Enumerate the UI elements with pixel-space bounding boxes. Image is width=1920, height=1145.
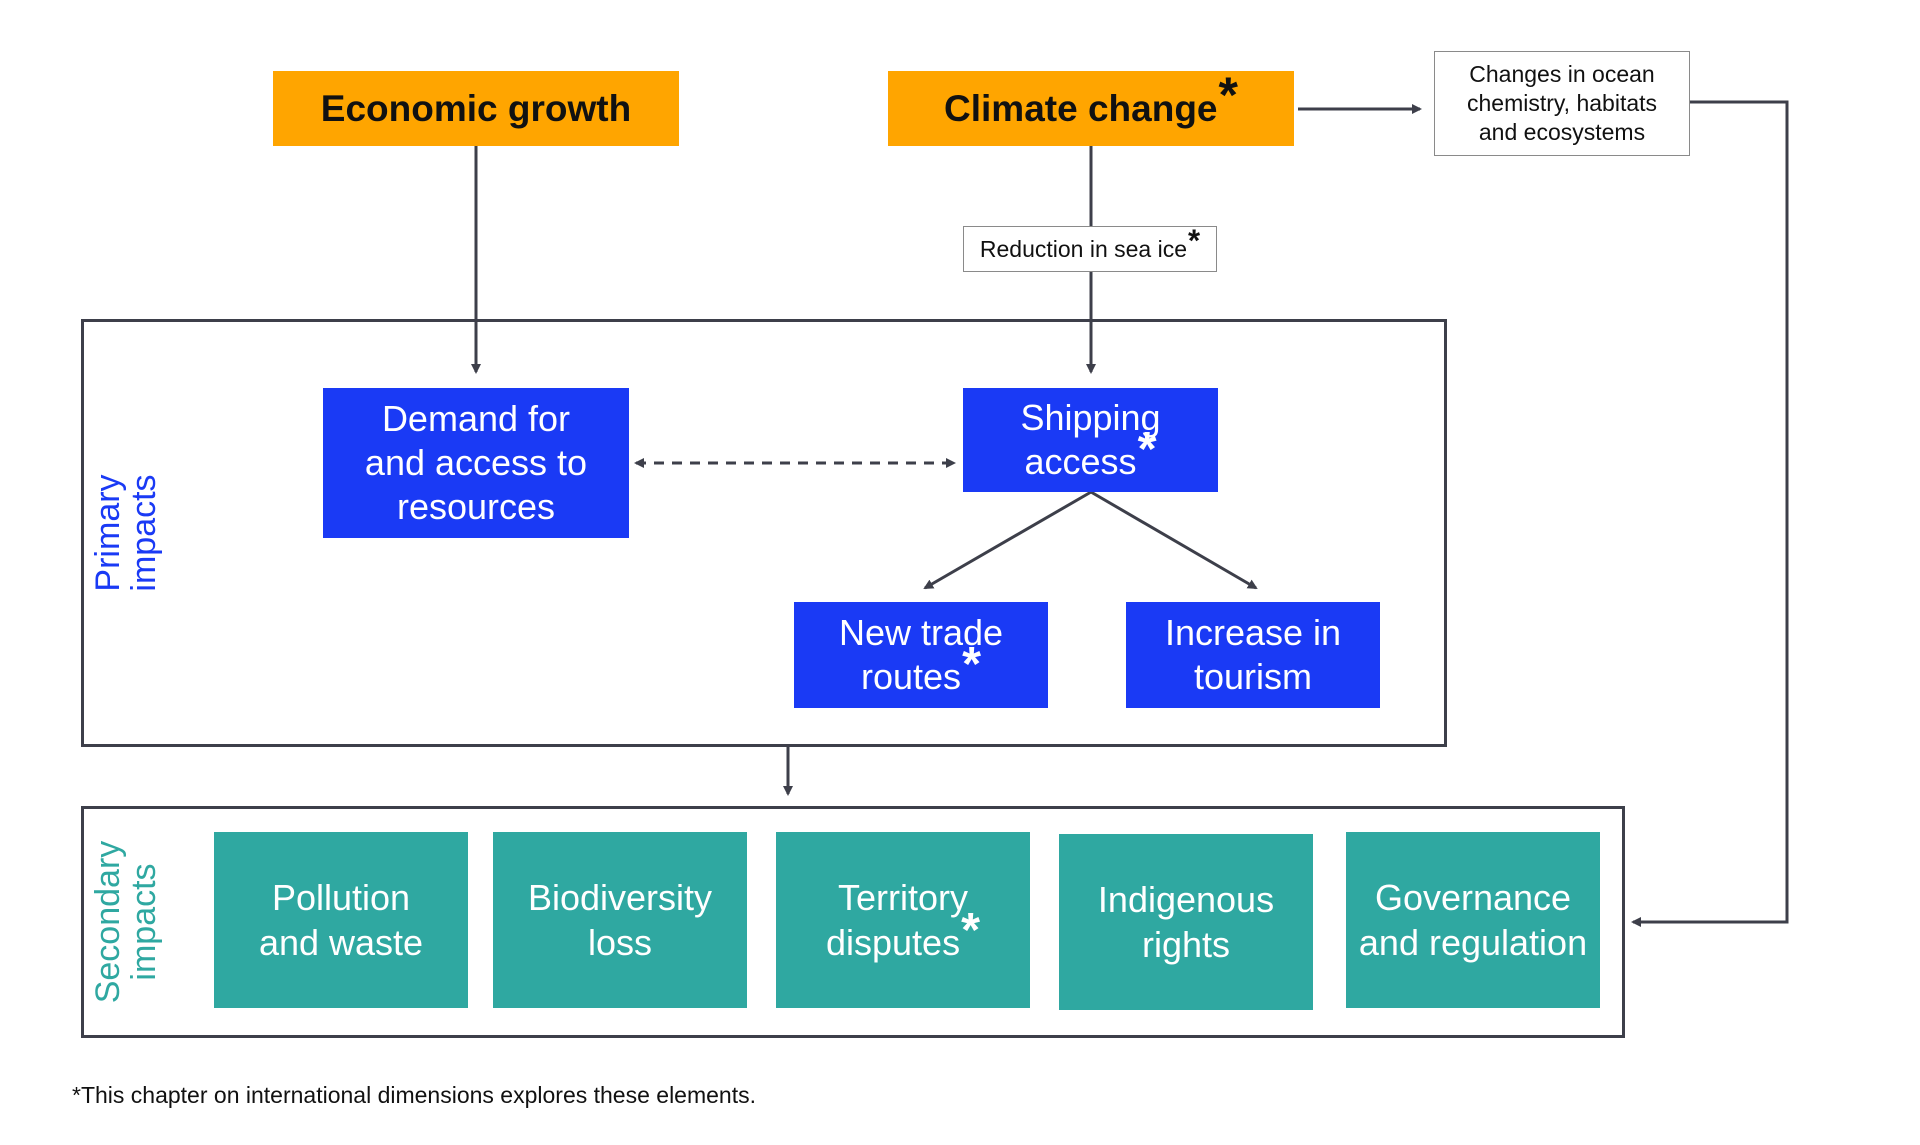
pollution-waste-box: Pollution and waste	[214, 832, 468, 1008]
secondary-impacts-label: Secondary impacts	[89, 840, 163, 1004]
economic-growth-box: Economic growth	[273, 71, 679, 146]
arrow-ocean-to-governance	[1631, 100, 1789, 927]
demand-resources-box: Demand for and access to resources	[323, 388, 629, 538]
arrow-shipping-to-tourism	[1090, 490, 1258, 590]
tourism-box: Increase in tourism	[1126, 602, 1380, 708]
primary-impacts-frame	[81, 319, 1447, 747]
governance-regulation-box: Governance and regulation	[1346, 832, 1600, 1008]
shipping-access-box: Shipping access*	[963, 388, 1218, 492]
sea-ice-box: Reduction in sea ice*	[963, 222, 1217, 272]
arrow-shipping-to-trade	[923, 490, 1092, 590]
asterisk-marker: *	[962, 637, 981, 692]
primary-impacts-label: Primary impacts	[89, 474, 163, 592]
asterisk-marker: *	[1137, 422, 1157, 477]
secondary-impacts-frame	[81, 806, 1625, 1038]
indigenous-rights-box: Indigenous rights	[1059, 834, 1313, 1010]
asterisk-marker: *	[1188, 222, 1201, 258]
climate-change-box: Climate change*	[888, 70, 1294, 146]
biodiversity-loss-box: Biodiversity loss	[493, 832, 747, 1008]
new-trade-routes-box: New trade routes*	[794, 602, 1048, 708]
territory-disputes-box: Territory disputes*	[776, 832, 1030, 1008]
asterisk-marker: *	[961, 903, 980, 958]
asterisk-marker: *	[1218, 66, 1238, 123]
footnote: *This chapter on international dimension…	[72, 1082, 756, 1108]
ocean-changes-box: Changes in ocean chemistry, habitats and…	[1434, 51, 1690, 156]
